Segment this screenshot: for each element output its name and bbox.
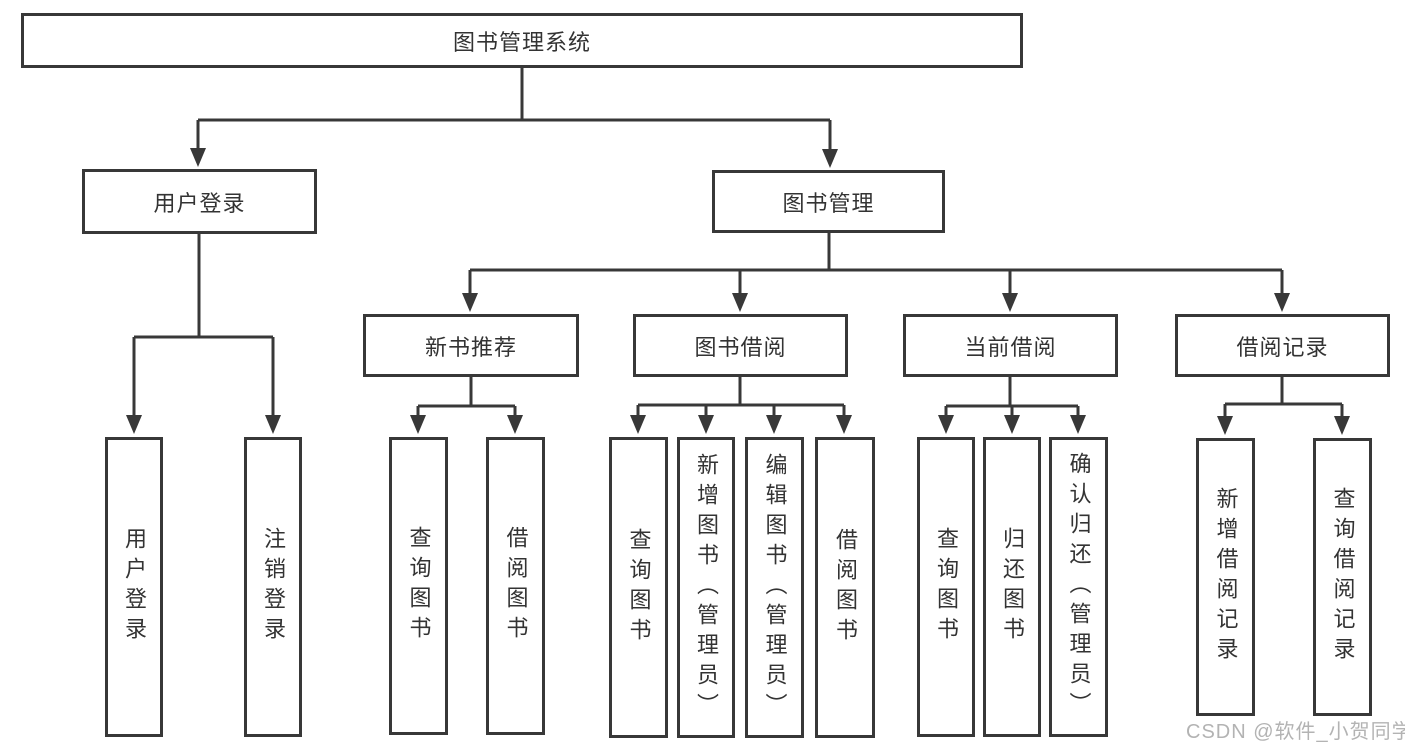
leaf-recommend-borrow-books-label: 借阅图书 bbox=[503, 526, 529, 646]
connector-line bbox=[944, 377, 1080, 417]
arrowhead-icon bbox=[1070, 415, 1086, 434]
arrowhead-icon bbox=[190, 148, 206, 167]
leaf-borrow-book: 借阅图书 bbox=[815, 437, 875, 738]
node-root-label: 图书管理系统 bbox=[452, 29, 591, 55]
node-current-borrow: 当前借阅 bbox=[903, 314, 1118, 377]
connector-user-login-to-leaves bbox=[126, 234, 281, 434]
leaf-query-borrow-record: 查询借阅记录 bbox=[1313, 438, 1372, 716]
leaf-query-borrow-record-label: 查询借阅记录 bbox=[1330, 487, 1356, 667]
arrowhead-icon bbox=[126, 415, 142, 434]
leaf-borrow-query-books: 查询图书 bbox=[609, 437, 668, 738]
leaf-add-borrow-record: 新增借阅记录 bbox=[1196, 438, 1255, 716]
arrowhead-icon bbox=[698, 415, 714, 434]
connector-new-book-recommend-to-leaves bbox=[410, 377, 523, 434]
arrowhead-icon bbox=[265, 415, 281, 434]
leaf-borrow-book-label: 借阅图书 bbox=[833, 527, 858, 648]
arrowhead-icon bbox=[507, 415, 523, 434]
arrowhead-icon bbox=[1004, 415, 1020, 434]
node-borrow-records: 借阅记录 bbox=[1175, 314, 1390, 377]
arrowhead-icon bbox=[1002, 293, 1018, 312]
node-new-book-recommend-label: 新书推荐 bbox=[424, 334, 517, 360]
connector-book-borrow-to-leaves bbox=[630, 377, 852, 434]
node-book-management-label: 图书管理 bbox=[782, 190, 875, 216]
connector-line bbox=[636, 377, 846, 417]
node-book-borrow-label: 图书借阅 bbox=[694, 334, 787, 360]
leaf-recommend-query-books: 查询图书 bbox=[389, 437, 448, 735]
connector-root-to-level2 bbox=[190, 67, 838, 168]
leaf-current-query-books-label: 查询图书 bbox=[934, 527, 959, 647]
arrowhead-icon bbox=[822, 149, 838, 168]
leaf-user-login-label: 用户登录 bbox=[122, 527, 147, 647]
arrowhead-icon bbox=[1217, 416, 1233, 435]
leaf-logout: 注销登录 bbox=[244, 437, 302, 737]
connector-line bbox=[1223, 377, 1344, 418]
leaf-recommend-query-books-label: 查询图书 bbox=[406, 526, 432, 646]
leaf-add-borrow-record-label: 新增借阅记录 bbox=[1213, 487, 1239, 667]
arrowhead-icon bbox=[938, 415, 954, 434]
node-book-management: 图书管理 bbox=[712, 170, 945, 233]
node-new-book-recommend: 新书推荐 bbox=[363, 314, 579, 377]
connector-current-borrow-to-leaves bbox=[938, 377, 1086, 434]
node-current-borrow-label: 当前借阅 bbox=[964, 334, 1057, 360]
arrowhead-icon bbox=[462, 293, 478, 312]
leaf-add-book-admin: 新增图书（管理员） bbox=[677, 437, 735, 738]
connector-line bbox=[196, 67, 832, 151]
leaf-edit-book-admin: 编辑图书（管理员） bbox=[745, 437, 804, 738]
connector-line bbox=[468, 233, 1284, 294]
arrowhead-icon bbox=[630, 415, 646, 434]
arrowhead-icon bbox=[1334, 416, 1350, 435]
leaf-confirm-return-admin-label: 确认归还（管理员） bbox=[1066, 452, 1092, 722]
node-user-login-label: 用户登录 bbox=[153, 190, 246, 216]
leaf-return-books-label: 归还图书 bbox=[1000, 527, 1025, 647]
leaf-user-login: 用户登录 bbox=[105, 437, 163, 737]
leaf-confirm-return-admin: 确认归还（管理员） bbox=[1049, 437, 1108, 737]
connector-line bbox=[132, 234, 275, 416]
node-user-login: 用户登录 bbox=[82, 169, 317, 234]
connector-line bbox=[416, 377, 517, 417]
leaf-borrow-query-books-label: 查询图书 bbox=[626, 527, 652, 648]
leaf-return-books: 归还图书 bbox=[983, 437, 1041, 737]
arrowhead-icon bbox=[410, 415, 426, 434]
csdn-watermark: CSDN @软件_小贺同学 bbox=[1186, 721, 1405, 743]
leaf-recommend-borrow-books: 借阅图书 bbox=[486, 437, 545, 735]
arrowhead-icon bbox=[732, 293, 748, 312]
arrowhead-icon bbox=[766, 415, 782, 434]
leaf-add-book-admin-label: 新增图书（管理员） bbox=[694, 452, 719, 723]
leaf-logout-label: 注销登录 bbox=[261, 527, 286, 647]
node-book-borrow: 图书借阅 bbox=[633, 314, 848, 377]
node-borrow-records-label: 借阅记录 bbox=[1236, 334, 1329, 360]
leaf-edit-book-admin-label: 编辑图书（管理员） bbox=[762, 452, 788, 723]
leaf-current-query-books: 查询图书 bbox=[917, 437, 975, 737]
arrowhead-icon bbox=[836, 415, 852, 434]
connector-borrow-records-to-leaves bbox=[1217, 377, 1350, 435]
connector-book-management-to-level3 bbox=[462, 233, 1290, 312]
node-root: 图书管理系统 bbox=[21, 13, 1023, 68]
arrowhead-icon bbox=[1274, 293, 1290, 312]
